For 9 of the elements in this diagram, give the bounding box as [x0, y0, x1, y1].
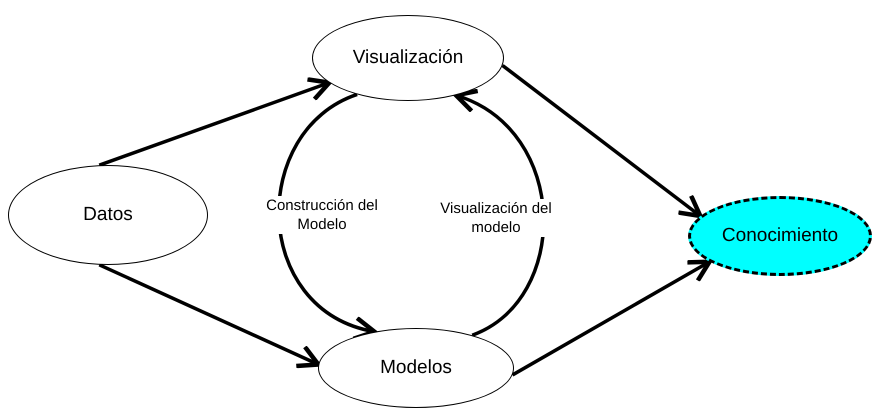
arrow: [98, 263, 321, 368]
node-label: Datos: [83, 204, 133, 226]
node-label: Modelos: [380, 357, 452, 379]
arrow: [501, 64, 703, 218]
arrow: [454, 91, 546, 337]
node-label: Visualización: [352, 47, 464, 69]
arrow: [98, 77, 332, 167]
node-label: Conocimiento: [722, 225, 838, 247]
arrow: [512, 259, 712, 376]
